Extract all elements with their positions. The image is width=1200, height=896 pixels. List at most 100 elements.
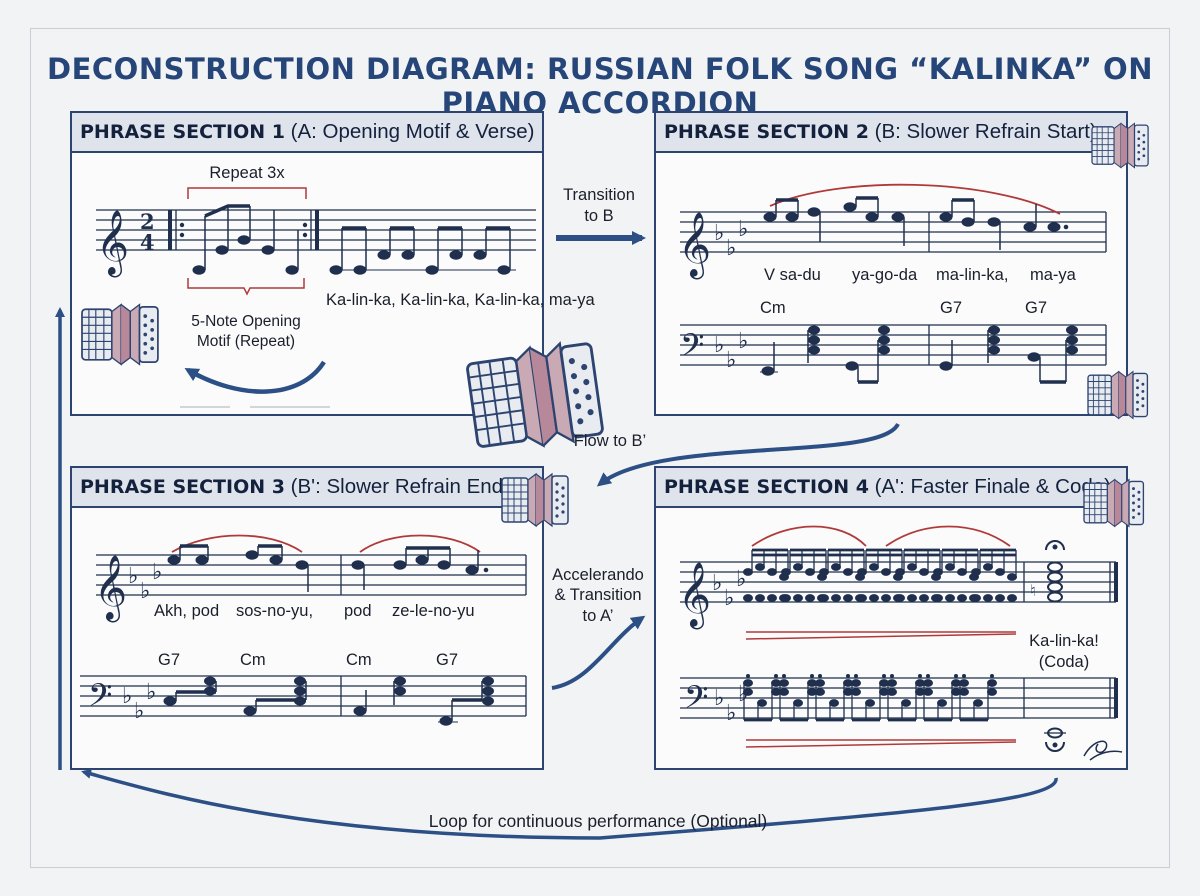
accordion-icon	[1091, 122, 1149, 169]
phrase-slur	[885, 525, 1011, 547]
phrase-section-4-header: PHRASE SECTION 4 (A': Faster Finale & Co…	[656, 468, 1126, 508]
bass-clef-icon: 𝄢	[684, 679, 708, 723]
section-4-description: (A': Faster Finale & Coda)	[868, 475, 1111, 498]
time-signature-bottom: 4	[140, 230, 155, 255]
svg-text:♭: ♭	[714, 333, 724, 358]
section-2-lyrics: V sa-du ya-go-da ma-lin-ka, ma-ya	[764, 266, 1077, 284]
section-3-treble-staff	[96, 554, 527, 596]
chord-symbol: G7	[940, 299, 962, 317]
accelerando-label-line2: & Transition	[554, 586, 641, 604]
transition-label-line1: Transition	[563, 186, 635, 204]
svg-text:♭: ♭	[128, 564, 138, 589]
motif-label-line2: Motif (Repeat)	[197, 333, 295, 350]
key-signature-flats: ♭♭♭	[122, 680, 156, 724]
loop-label: Loop for continuous performance (Optiona…	[429, 811, 768, 831]
section-2-chords: Cm G7 G7	[760, 299, 1047, 317]
svg-text:♭: ♭	[122, 684, 132, 709]
coda-label-line1: Ka-lin-ka!	[1029, 632, 1099, 650]
chord-symbol: Cm	[240, 651, 266, 669]
section-1-description: (A: Opening Motif & Verse)	[284, 120, 535, 143]
bass-chord-run	[743, 673, 998, 722]
key-signature-flats: ♭♭♭	[128, 560, 162, 604]
kalinka-eighth-notes	[329, 226, 516, 275]
lyric-syllable: sos-no-yu,	[236, 602, 313, 620]
svg-text:♭: ♭	[736, 567, 746, 592]
phrase-section-1-header: PHRASE SECTION 1 (A: Opening Motif & Ver…	[72, 113, 542, 153]
section-3-chords: G7 Cm Cm G7	[158, 651, 458, 669]
final-chord-with-fermata: ♮	[1030, 540, 1065, 603]
section-4-bass-staff	[680, 677, 1118, 719]
svg-text:♭: ♭	[726, 348, 736, 373]
treble-clef-icon: 𝄞	[678, 562, 711, 629]
chord-symbol: Cm	[760, 299, 786, 317]
section-2-description: (B: Slower Refrain Start)	[868, 120, 1097, 143]
svg-text:♭: ♭	[726, 701, 736, 726]
key-signature-flats: ♭♭♭	[714, 329, 748, 373]
lyric-syllable: ya-go-da	[852, 266, 918, 284]
svg-text:♭: ♭	[140, 579, 150, 604]
repeat-bracket	[187, 187, 307, 199]
sixteenth-note-run	[743, 548, 1018, 603]
crescendo-lines-treble	[745, 631, 1017, 640]
lyric-syllable: pod	[344, 602, 372, 620]
accordion-icon	[1083, 478, 1145, 528]
section-3-description: (B': Slower Refrain End)	[284, 475, 510, 498]
treble-clef-icon: 𝄞	[96, 210, 129, 277]
phrase-section-1-panel: PHRASE SECTION 1 (A: Opening Motif & Ver…	[70, 111, 544, 416]
key-signature-flats: ♭♭♭	[712, 567, 746, 611]
opening-motif-notes	[192, 204, 299, 275]
flourish-icon	[1083, 740, 1123, 761]
motif-label-line1: 5-Note Opening	[191, 313, 300, 330]
treble-clef-icon: 𝄞	[94, 555, 127, 622]
bass-clef-icon: 𝄢	[680, 327, 704, 371]
crescendo-lines-bass	[745, 739, 1017, 748]
accordion-icon	[501, 473, 569, 527]
motif-brace	[187, 278, 305, 296]
coda-label-line2: (Coda)	[1039, 653, 1089, 671]
chord-symbol: G7	[158, 651, 180, 669]
svg-text:♭: ♭	[152, 560, 162, 585]
lyric-syllable: Akh, pod	[154, 602, 219, 620]
accelerando-arrow	[551, 615, 646, 690]
repeat-end-barline	[302, 210, 319, 250]
phrase-section-2-header: PHRASE SECTION 2 (B: Slower Refrain Star…	[656, 113, 1126, 153]
page-frame	[30, 28, 1170, 868]
section-4-number: PHRASE SECTION 4	[664, 476, 869, 498]
section-2-treble-staff	[680, 211, 1107, 253]
section-1-lyrics: Ka-lin-ka, Ka-lin-ka, Ka-lin-ka, ma-ya	[326, 291, 595, 309]
accelerando-label-line3: to A’	[583, 607, 614, 625]
svg-text:♭: ♭	[726, 236, 736, 261]
phrase-slur	[359, 534, 481, 553]
accordion-icon	[81, 303, 159, 366]
key-signature-flats: ♭♭♭	[714, 217, 748, 261]
lyric-syllable: ma-ya	[1030, 266, 1077, 284]
phrase-slur	[751, 525, 867, 547]
svg-text:♭: ♭	[738, 682, 748, 707]
accordion-icon	[1087, 370, 1149, 420]
svg-text:♭: ♭	[714, 221, 724, 246]
section-3-number: PHRASE SECTION 3	[80, 476, 285, 498]
phrase-slur	[769, 183, 1061, 215]
svg-text:♭: ♭	[146, 680, 156, 705]
lyric-syllable: ze-le-no-yu	[392, 602, 475, 620]
section-2-bass-notes	[760, 325, 1078, 384]
bass-clef-icon: 𝄢	[88, 677, 112, 721]
svg-text:♭: ♭	[714, 686, 724, 711]
section-3-lyrics: Akh, pod sos-no-yu, pod ze-le-no-yu	[154, 602, 475, 620]
phrase-section-3-panel: PHRASE SECTION 3 (B': Slower Refrain End…	[70, 466, 544, 770]
accelerando-label-line1: Accelerando	[552, 566, 644, 584]
section-3-melody-notes	[167, 544, 489, 592]
repeat-label: Repeat 3x	[209, 164, 285, 182]
svg-text:♭: ♭	[738, 217, 748, 242]
phrase-section-3-header: PHRASE SECTION 3 (B': Slower Refrain End…	[72, 468, 542, 508]
time-signature-top: 2	[140, 209, 155, 234]
svg-text:♭: ♭	[712, 571, 722, 596]
lyric-syllable: V sa-du	[764, 266, 821, 284]
loop-arrow	[81, 769, 1058, 840]
section-2-number: PHRASE SECTION 2	[664, 121, 869, 143]
svg-text:♭: ♭	[134, 699, 144, 724]
svg-text:♭: ♭	[738, 329, 748, 354]
lyric-syllable: ma-lin-ka,	[936, 266, 1008, 284]
flow-label: Flow to B’	[574, 432, 646, 450]
repeat-start-barline	[168, 210, 185, 250]
